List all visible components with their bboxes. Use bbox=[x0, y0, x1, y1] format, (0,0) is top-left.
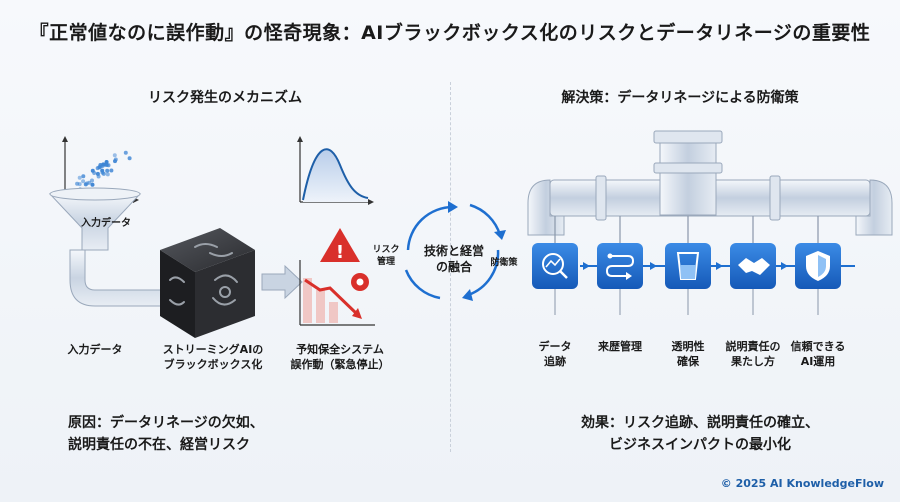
effect-text: 効果：リスク追跡、説明責任の確立、ビジネスインパクトの最小化 bbox=[581, 415, 819, 454]
step-tile-provenance bbox=[597, 243, 643, 289]
scatter-dot bbox=[75, 181, 80, 186]
step-label-provenance: 来歴管理 bbox=[598, 340, 642, 353]
system-malfunction-label: 予知保全システム誤作動（緊急停止） bbox=[290, 343, 390, 371]
scatter-dot bbox=[109, 168, 114, 173]
cause-text: 原因：データリネージの欠如、説明責任の不在、経営リスク bbox=[68, 415, 264, 454]
step-tile-trusted-ai bbox=[795, 243, 841, 289]
scatter-dot bbox=[83, 182, 88, 187]
scatter-dot bbox=[105, 168, 110, 173]
svg-text:!: ! bbox=[336, 242, 344, 263]
right-section-heading: 解決策：データリネージによる防衛策 bbox=[561, 90, 799, 106]
alert-malfunction-icon: ! bbox=[299, 228, 375, 326]
scatter-dot bbox=[112, 153, 117, 158]
step-tile-data-tracking bbox=[532, 243, 578, 289]
input-pipe bbox=[69, 249, 169, 307]
flow-arrow bbox=[261, 264, 303, 300]
scatter-dot bbox=[81, 179, 86, 184]
cycle-left-label: リスク管理 bbox=[372, 245, 400, 268]
scatter-dot bbox=[101, 171, 106, 176]
page-title: 『正常値なのに誤作動』の怪奇現象：AIブラックボックス化のリスクとデータリネージ… bbox=[29, 22, 871, 44]
risk-mechanism-diagram: ! bbox=[48, 136, 375, 338]
scatter-dot bbox=[105, 172, 110, 177]
scatter-dot bbox=[90, 182, 95, 187]
scatter-dot bbox=[123, 150, 128, 155]
scatter-dot bbox=[81, 174, 86, 179]
funnel-label: 入力データ bbox=[81, 218, 131, 229]
scatter-dot bbox=[77, 175, 82, 180]
step-label-transparency: 透明性確保 bbox=[671, 340, 705, 368]
fusion-cycle-diagram bbox=[404, 201, 506, 301]
data-lineage-pipeline bbox=[527, 130, 893, 315]
step-label-accountability: 説明責任の果たし方 bbox=[725, 340, 781, 368]
scatter-dot bbox=[95, 166, 100, 171]
copyright-text: © 2025 AI KnowledgeFlow bbox=[720, 477, 884, 490]
cycle-right-label: 防衛策 bbox=[490, 258, 518, 268]
scatter-dot bbox=[95, 171, 100, 176]
section-divider bbox=[450, 82, 451, 452]
step-tile-transparency bbox=[665, 243, 711, 289]
scatter-dot bbox=[101, 162, 106, 167]
scatter-dot bbox=[127, 156, 132, 161]
cycle-arrow-top bbox=[406, 205, 454, 251]
left-section-heading: リスク発生のメカニズム bbox=[148, 90, 302, 106]
step-label-data-tracking: データ追跡 bbox=[538, 340, 572, 368]
scatter-dot bbox=[106, 163, 111, 168]
scatter-dot bbox=[113, 157, 118, 162]
distribution-curve-chart bbox=[297, 136, 374, 205]
funnel-icon bbox=[48, 187, 142, 251]
cycle-arrow-bottom bbox=[467, 249, 500, 297]
blackbox-label: ストリーミングAIのブラックボックス化 bbox=[162, 343, 264, 371]
black-box-cube bbox=[160, 228, 255, 338]
cycle-center-label: 技術と経営の融合 bbox=[423, 244, 484, 275]
step-tile-accountability bbox=[730, 243, 776, 289]
scatter-dot bbox=[92, 171, 97, 175]
scatter-dot bbox=[100, 168, 105, 173]
input-data-label: 入力データ bbox=[67, 343, 123, 356]
scatter-dot bbox=[90, 178, 94, 183]
